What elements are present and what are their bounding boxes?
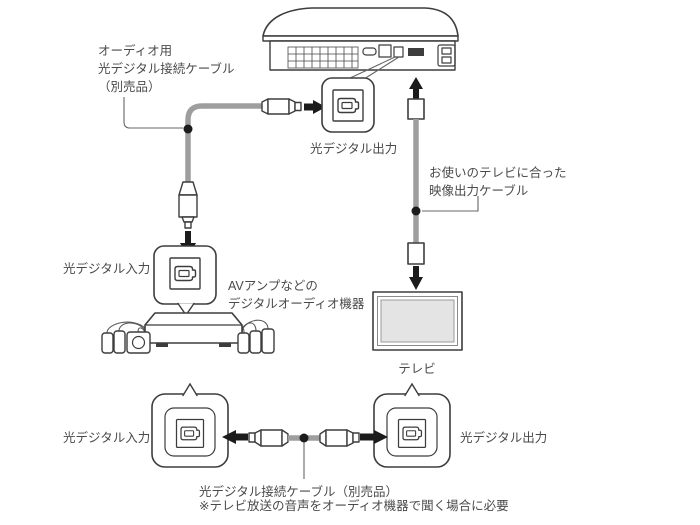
connect-arrow-right [304, 100, 326, 114]
connect-arrow-right [360, 430, 388, 444]
video-cable-note-line1: お使いのテレビに合った [429, 165, 567, 180]
console-rear-panel [269, 40, 456, 71]
note-leader-line [123, 97, 183, 129]
tv [372, 291, 463, 351]
speaker-wires [106, 319, 269, 334]
ps3-console [262, 7, 459, 80]
amplifier [144, 312, 243, 347]
vent-grid [287, 46, 359, 69]
optical-in-callout-bottom [151, 382, 229, 468]
speaker [113, 330, 126, 354]
callout-leader-line [347, 56, 396, 80]
tv-screen [380, 299, 455, 343]
callout-leader-line [363, 56, 400, 80]
optical-out-callout-bottom [373, 382, 451, 468]
optical-plug-right [261, 98, 302, 115]
audio-cable-note-line2: 光デジタル接続ケーブル [98, 61, 235, 76]
connect-arrow-left [222, 430, 248, 444]
av-amplifier-system [101, 312, 275, 354]
video-connector [407, 242, 425, 265]
audio-optical-cable [123, 97, 326, 258]
av-multi-out-port [408, 48, 424, 56]
audio-cable-note-line3: （別売品） [98, 79, 161, 94]
av-device-note-line2: デジタルオーディオ機器 [228, 296, 365, 311]
cable-junction-dot [411, 206, 421, 216]
optical-in-label: 光デジタル入力 [63, 261, 150, 276]
callout-pointer [182, 382, 198, 397]
tv-label: テレビ [398, 362, 436, 376]
optical-in-bottom-label: 光デジタル入力 [63, 430, 150, 445]
cable-junction-dot [183, 124, 193, 134]
cable-caption-line1: 光デジタル接続ケーブル（別売品） [199, 484, 398, 499]
optical-out-callout [321, 77, 375, 133]
console-top-dome [262, 7, 459, 37]
optical-plug-left [248, 429, 289, 447]
cable-caption-line2: ※テレビ放送の音声をオーディオ機器で聞く場合に必要 [199, 498, 509, 513]
optical-out-label: 光デジタル出力 [310, 141, 397, 156]
cable-junction-dot [299, 433, 309, 443]
av-device-note-line1: AVアンプなどの [228, 279, 318, 293]
speaker [249, 330, 262, 354]
toslink-port-icon [332, 89, 364, 122]
toslink-port-icon [169, 257, 201, 290]
audio-cable-note-line1: オーディオ用 [98, 43, 172, 58]
subwoofer [126, 331, 151, 354]
toslink-port-icon [397, 418, 427, 449]
cable-line [185, 103, 262, 182]
optical-plug-right [319, 429, 360, 447]
speaker [261, 328, 275, 354]
console-band [262, 35, 459, 42]
hdmi-port [362, 47, 377, 56]
ac-inlet [437, 44, 456, 67]
optical-out-bottom-label: 光デジタル出力 [460, 430, 547, 445]
video-cable-note-line2: 映像出力ケーブル [429, 183, 528, 198]
note-leader-line [422, 196, 479, 212]
optical-in-callout [153, 245, 217, 317]
video-output-cable [407, 77, 479, 290]
video-connector [407, 98, 425, 120]
toslink-port-icon [175, 418, 205, 449]
bottom-optical-cable [222, 429, 388, 479]
lan-port [378, 44, 392, 58]
connect-arrow-up [409, 77, 423, 99]
speaker [237, 332, 250, 354]
diagram-labels: オーディオ用 光デジタル接続ケーブル （別売品） 光デジタル出力 お使いのテレビ… [63, 43, 567, 513]
callout-pointer [404, 382, 420, 397]
optical-plug-down [178, 181, 198, 229]
connect-arrow-down [409, 266, 423, 290]
speaker [101, 332, 114, 354]
